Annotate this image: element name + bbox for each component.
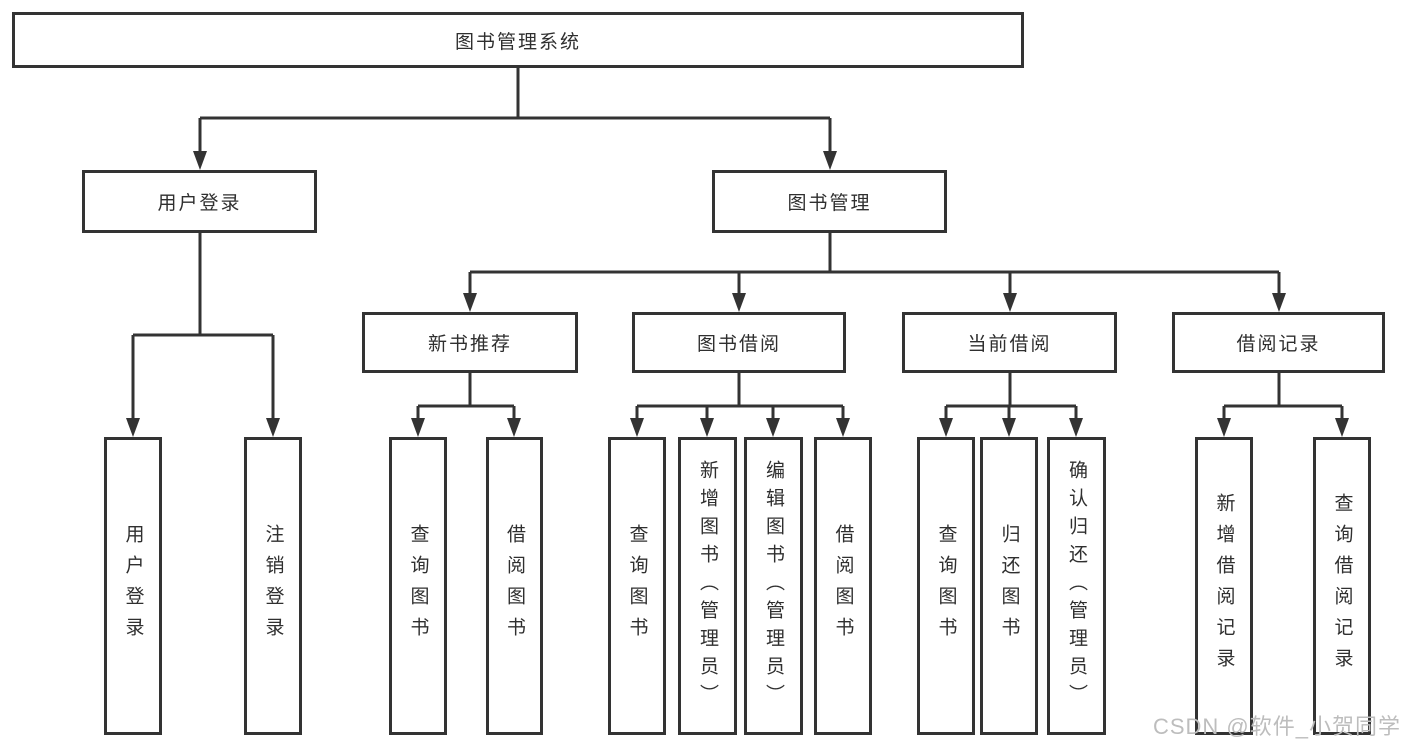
node-book-management: 图书管理	[712, 170, 947, 233]
node-root: 图书管理系统	[12, 12, 1024, 68]
leaf-user-login: 用户登录	[104, 437, 162, 735]
node-borrow-record: 借阅记录	[1172, 312, 1385, 373]
leaf-newbook-query-books: 查询图书	[389, 437, 447, 735]
node-new-book-recommend: 新书推荐	[362, 312, 578, 373]
leaf-current-query-books: 查询图书	[917, 437, 975, 735]
leaf-borrow-borrow-books: 借阅图书	[814, 437, 872, 735]
leaf-newbook-borrow-books: 借阅图书	[486, 437, 543, 735]
leaf-borrow-add-books-admin: 新增图书（管理员）	[678, 437, 737, 735]
node-user-login: 用户登录	[82, 170, 317, 233]
leaf-current-confirm-return-admin: 确认归还（管理员）	[1047, 437, 1106, 735]
leaf-borrow-edit-books-admin: 编辑图书（管理员）	[744, 437, 803, 735]
leaf-logout: 注销登录	[244, 437, 302, 735]
leaf-current-return-books: 归还图书	[980, 437, 1038, 735]
node-current-borrow: 当前借阅	[902, 312, 1117, 373]
csdn-watermark: CSDN @软件_小贺同学	[1152, 714, 1401, 739]
node-book-borrow: 图书借阅	[632, 312, 846, 373]
leaf-borrow-query-books: 查询图书	[608, 437, 666, 735]
leaf-record-query-borrow-record: 查询借阅记录	[1313, 437, 1371, 735]
leaf-record-add-borrow-record: 新增借阅记录	[1195, 437, 1253, 735]
